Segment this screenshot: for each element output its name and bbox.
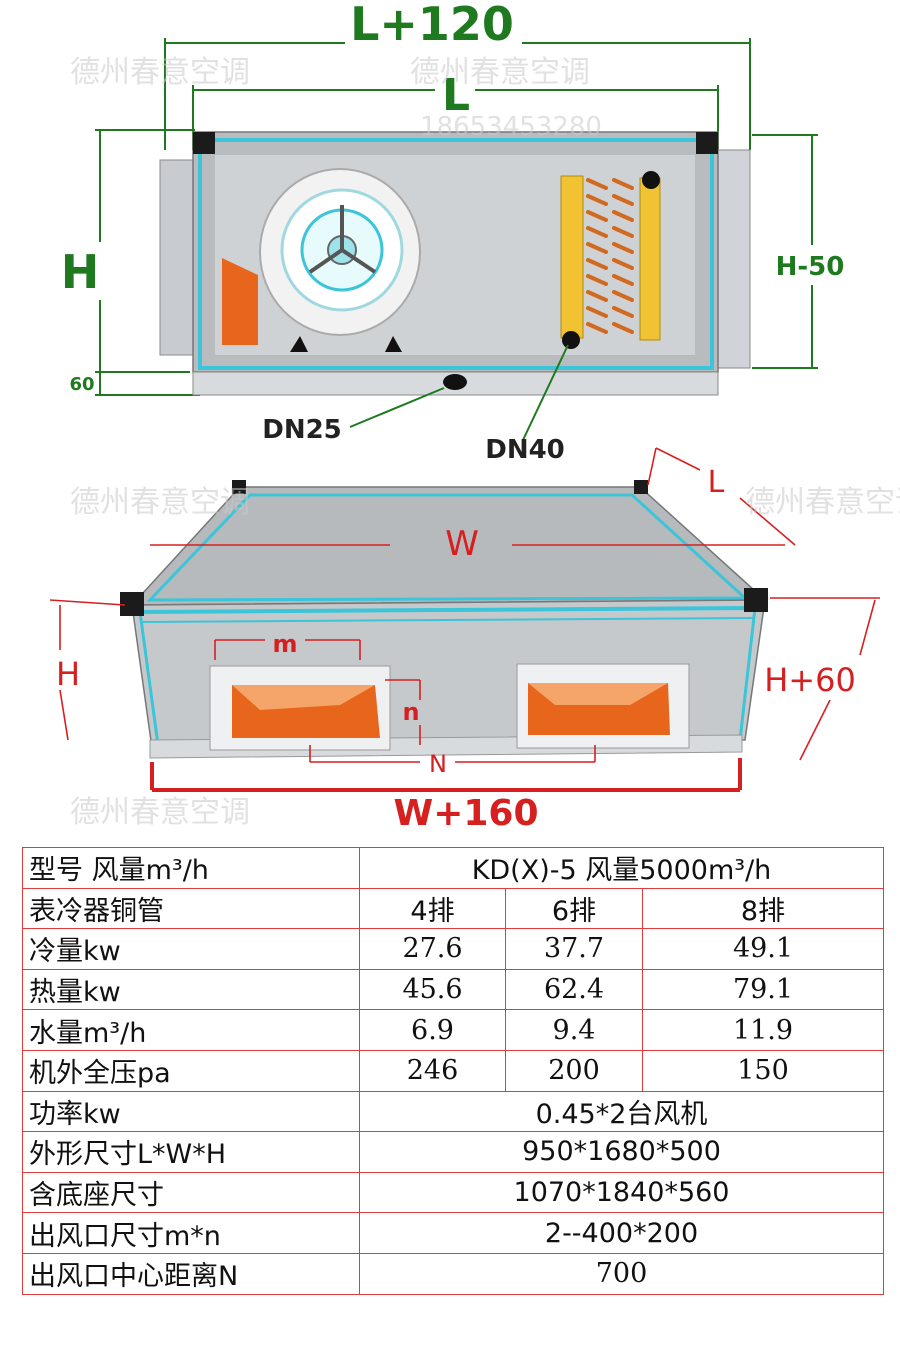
pressure-cell: 246 [359,1049,506,1092]
power-value: 0.45*2台风机 [358,1090,885,1133]
iso-view: W L H H+60 m n N W+160 [49,447,880,834]
outlet-value: 2--400*200 [358,1212,885,1254]
watermark-company: 德州春意空调 [70,795,250,830]
coil-cell: 4排 [359,887,506,930]
watermarks: 德州春意空调 德州春意空调 18653453280 德州春意空调 德州春意空调 … [70,55,900,830]
dim-base-width-label: W+160 [393,793,538,834]
heating-cell: 62.4 [505,968,643,1011]
unit-diagram: L+120 L H H-50 60 DN25 DN40 [49,0,900,834]
water-cell: 9.4 [505,1009,643,1051]
row-label-pressure: 机外全压pa [22,1049,360,1092]
row-label-model: 型号 风量m³/h [22,847,360,889]
cooling-cell: 37.7 [505,928,643,970]
dim-height-label: H [61,245,100,299]
table-row: 含底座尺寸 1070*1840*560 [22,1171,885,1214]
heating-cell: 79.1 [641,968,885,1011]
top-view: L+120 L H H-50 60 DN25 DN40 [61,0,845,465]
dim-height-left-label: H [56,655,80,693]
pressure-cell: 150 [641,1049,885,1092]
dim-outer-width-label: L+120 [350,0,514,51]
table-row: 冷量kw 27.6 37.7 49.1 [22,928,885,970]
table-row: 型号 风量m³/h KD(X)-5 风量5000m³/h [22,847,885,889]
outlet-dist-value: 700 [358,1252,885,1295]
dim-length-label: L [708,465,725,500]
dim-base-label: 60 [69,374,94,395]
pipe-water-label: DN40 [485,435,565,465]
cooling-cell: 49.1 [641,928,885,970]
water-cell: 11.9 [641,1009,885,1051]
table-row: 功率kw 0.45*2台风机 [22,1090,885,1133]
dim-outlet-n-label: n [402,698,419,726]
coil-cell: 6排 [505,887,643,930]
watermark-company: 德州春意空调 [410,55,590,90]
row-label-dims: 外形尺寸L*W*H [22,1131,360,1173]
dim-width-label: W [445,524,479,564]
watermark-company: 德州春意空调 [70,485,250,520]
row-label-base-dims: 含底座尺寸 [22,1171,360,1214]
table-row: 外形尺寸L*W*H 950*1680*500 [22,1131,885,1173]
spec-table: 型号 风量m³/h KD(X)-5 风量5000m³/h 表冷器铜管 4排 6排… [22,847,885,1295]
table-row: 出风口中心距离N 700 [22,1252,885,1295]
row-label-outlet: 出风口尺寸m*n [22,1212,360,1254]
dim-outlet-spacing-label: N [429,750,447,778]
row-label-coil: 表冷器铜管 [22,887,360,930]
cooling-cell: 27.6 [359,928,506,970]
coil-cell: 8排 [641,887,885,930]
table-row: 水量m³/h 6.9 9.4 11.9 [22,1009,885,1051]
table-row: 表冷器铜管 4排 6排 8排 [22,887,885,930]
watermark-company: 德州春意空调 [745,485,900,520]
pressure-cell: 200 [505,1049,643,1092]
table-row: 热量kw 45.6 62.4 79.1 [22,968,885,1011]
dim-height-right-label: H+60 [764,661,856,699]
heating-cell: 45.6 [359,968,506,1011]
row-label-power: 功率kw [22,1090,360,1133]
water-cell: 6.9 [359,1009,506,1051]
dim-outlet-m-label: m [272,630,297,658]
pipe-drain-label: DN25 [262,415,342,445]
base-dims-value: 1070*1840*560 [358,1171,885,1214]
row-label-heating: 热量kw [22,968,360,1011]
dim-right-height-label: H-50 [776,252,845,282]
table-row: 机外全压pa 246 200 150 [22,1049,885,1092]
dims-value: 950*1680*500 [358,1131,885,1173]
row-label-water: 水量m³/h [22,1009,360,1051]
row-label-cooling: 冷量kw [22,928,360,970]
model-value: KD(X)-5 风量5000m³/h [358,847,885,889]
watermark-phone: 18653453280 [420,112,602,142]
table-row: 出风口尺寸m*n 2--400*200 [22,1212,885,1254]
dim-inner-width-label: L [442,70,470,121]
row-label-outlet-dist: 出风口中心距离N [22,1252,360,1295]
watermark-company: 德州春意空调 [70,55,250,90]
